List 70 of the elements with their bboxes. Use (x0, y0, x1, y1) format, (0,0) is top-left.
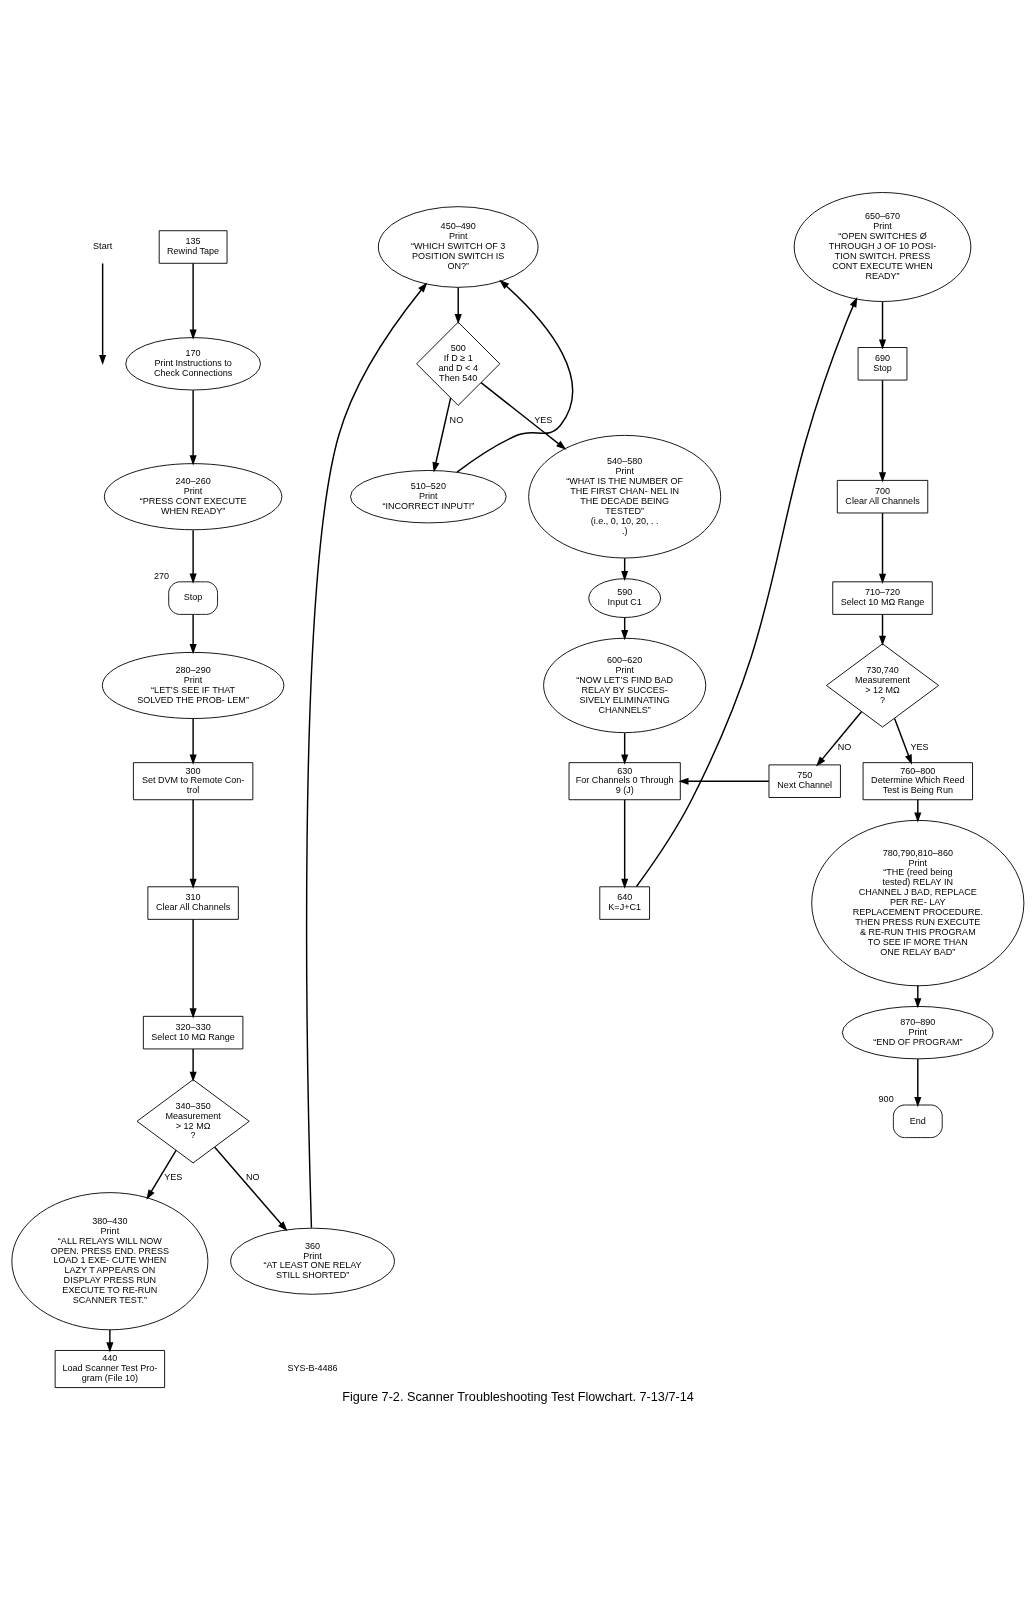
arrow (189, 918, 197, 1018)
node-box: 310 Clear All Channels (147, 885, 239, 920)
arrow (189, 529, 197, 584)
node-ellipse: 280–290 Print “LET’S SEE IF THAT SOLVED THE PROB- LEM” (101, 651, 285, 719)
node-box: End (892, 1104, 943, 1138)
node-box: 135 Rewind Tape (158, 229, 228, 264)
node-box: 710–720 Select 10 MΩ Range (832, 580, 933, 615)
arrow (816, 710, 863, 767)
arrow (480, 381, 567, 450)
node-ellipse: 590 Input C1 (588, 577, 662, 618)
edge-label: YES (164, 1171, 183, 1182)
arrow (878, 613, 887, 646)
arrow (635, 296, 858, 887)
arrow (914, 984, 922, 1008)
node-ellipse: 650–670 Print “OPEN SWITCHES Ø THROUGH J OF 10 POSI- TION SWITCH. PRESS CONT EXECUTE WHEN READY” (793, 191, 972, 302)
node-box: 440 Load Scanner Test Pro- gram (File 10) (54, 1349, 166, 1388)
node-ellipse: 780,790,810–860 Print “THE (reed being tested) RELAY IN CHANNEL J BAD, REPLACE PER RE- LAY REPLACEMENT PROCEDURE. THEN PRESS RUN EXECUTE & RE-RUN THIS PROGRAM TO SEE IF MORE THAN ONE RELAY BAD” (811, 819, 1025, 986)
arrow (106, 1328, 114, 1352)
arrow (189, 389, 197, 465)
edge-label: YES (534, 414, 553, 425)
arrow (432, 396, 452, 472)
arrow (189, 717, 197, 765)
edge-label: NO (837, 741, 852, 752)
arrow (878, 511, 887, 584)
node-box: 320–330 Select 10 MΩ Range (142, 1015, 244, 1049)
arrow (146, 1149, 177, 1200)
caption: Figure 7-2. Scanner Troubleshooting Test Flowchart. 7-13/7-14 (342, 1389, 694, 1404)
node-label: 270 (153, 570, 169, 581)
arrow (456, 279, 574, 473)
node-diamond: 340–350 Measurement > 12 MΩ ? (136, 1078, 250, 1163)
node-box: Stop (168, 580, 218, 615)
node-box: 300 Set DVM to Remote Con- trol (132, 761, 254, 800)
edge-label: NO (246, 1171, 260, 1182)
node-ellipse: 240–260 Print “PRESS CONT EXECUTE WHEN READY” (103, 462, 283, 530)
arrow (878, 300, 887, 350)
node-box: 700 Clear All Channels (836, 479, 929, 513)
arrow (189, 262, 197, 340)
arrow (914, 798, 922, 823)
node-ellipse: 170 Print Instructions to Check Connections (125, 336, 261, 390)
node-text: Start (93, 240, 113, 251)
node-ellipse: 510–520 Print “INCORRECT INPUT!” (350, 469, 507, 523)
node-box: 630 For Channels 0 Through 9 (J) (568, 761, 681, 800)
node-ellipse: 380–430 Print “ALL RELAYS WILL NOW OPEN. PRESS END. PRESS LOAD 1 EXE- CUTE WHEN LAZY T APPEARS ON DISPLAY PRESS RUN EXECUTE TO RE-RUN SCANNER TEST.” (11, 1191, 209, 1330)
label: SYS-B-4486 (287, 1362, 338, 1373)
arrow (189, 798, 197, 889)
node-box: 640 K=J+C1 (599, 885, 650, 920)
node-ellipse: 540–580 Print “WHAT IS THE NUMBER OF THE FIRST CHAN- NEL IN THE DECADE BEING TESTED” (i.e., 0, 10, 20, . . .) (528, 434, 722, 558)
arrow (454, 286, 462, 324)
node-ellipse: 360 Print “AT LEAST ONE RELAY STILL SHORTED” (230, 1227, 395, 1295)
arrow (189, 1047, 197, 1082)
arrow (914, 1057, 922, 1107)
arrow (678, 777, 770, 785)
node-diamond: 500 If D ≥ 1 and D < 4 Then 540 (416, 321, 501, 406)
arrow (893, 717, 912, 765)
arrow (621, 731, 629, 765)
node-label: 900 (878, 1093, 894, 1104)
arrow (878, 379, 887, 482)
node-ellipse: 600–620 Print “NOW LET’S FIND BAD RELAY BY SUCCES- SIVELY ELIMINATING CHANNELS” (543, 637, 707, 733)
arrow (99, 262, 107, 365)
node-box: 750 Next Channel (768, 763, 841, 798)
node-ellipse: 870–890 Print “END OF PROGRAM” (841, 1005, 994, 1059)
edge-label: NO (449, 414, 464, 425)
node-box: 690 Stop (857, 346, 908, 381)
edge-label: YES (910, 741, 929, 752)
node-diamond: 730,740 Measurement > 12 MΩ ? (825, 642, 940, 728)
arrow (305, 282, 428, 1228)
arrow (621, 798, 629, 889)
arrow (214, 1145, 288, 1231)
arrow (189, 613, 197, 654)
node-box: 760–800 Determine Which Reed Test is Being Run (862, 761, 973, 800)
